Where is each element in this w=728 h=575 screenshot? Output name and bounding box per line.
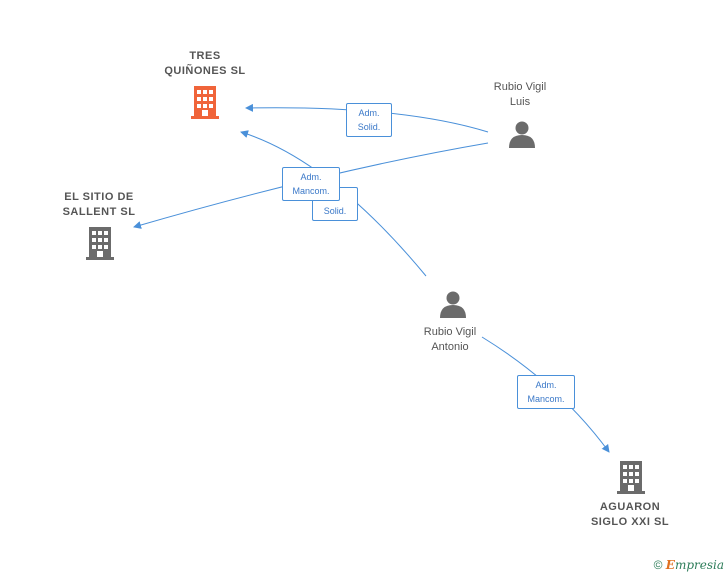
- person-icon: [509, 121, 535, 148]
- company-label-el-sitio[interactable]: EL SITIO DE SALLENT SL: [62, 191, 136, 218]
- person-icon: [440, 291, 466, 318]
- building-icon: [191, 86, 219, 119]
- edge-label-luis-tres-quinones[interactable]: Adm. Solid.: [346, 103, 392, 137]
- copyright-footer: © Empresia: [654, 558, 724, 572]
- brand-logo[interactable]: Empresia: [665, 558, 724, 572]
- edge-label-antonio-aguaron[interactable]: Adm. Mancom.: [517, 375, 575, 409]
- building-icon: [86, 227, 114, 260]
- company-label-tres-quinones[interactable]: TRES QUIÑONES SL: [164, 50, 246, 77]
- copyright-icon: ©: [653, 558, 663, 572]
- person-label-rubio-antonio[interactable]: Rubio Vigil Antonio: [423, 326, 477, 353]
- company-label-aguaron[interactable]: AGUARON SIGLO XXI SL: [590, 501, 670, 528]
- edge-label-luis-el-sitio[interactable]: Adm. Mancom.: [282, 167, 340, 201]
- person-label-rubio-luis[interactable]: Rubio Vigil Luis: [493, 81, 547, 108]
- building-icon: [617, 461, 645, 494]
